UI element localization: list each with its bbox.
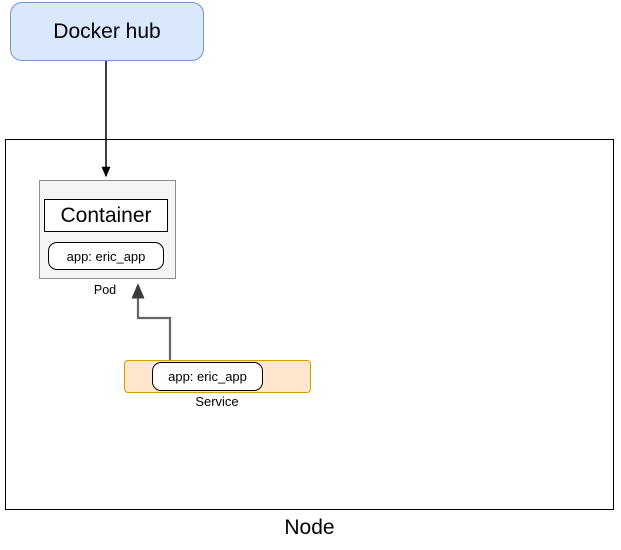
docker-hub-box[interactable]: Docker hub [10, 2, 204, 61]
service-caption-label: Service [195, 394, 239, 409]
pod-app-label[interactable]: app: eric_app [48, 242, 164, 270]
container-box[interactable]: Container [44, 199, 168, 232]
pod-caption-label: Pod [93, 283, 117, 297]
node-caption-label: Node [284, 516, 335, 539]
service-app-label[interactable]: app: eric_app [152, 362, 263, 391]
